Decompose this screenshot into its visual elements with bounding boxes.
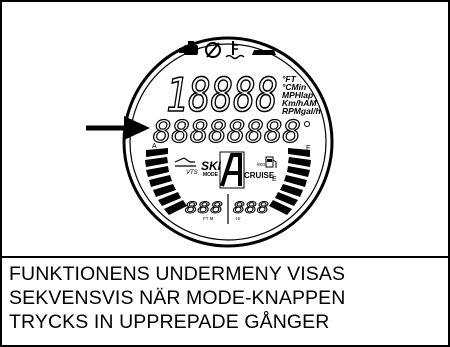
caption-divider	[0, 256, 450, 258]
caption-line: TRYCKS IN UPPREPADE GÅNGER	[9, 310, 445, 334]
vts-icon: VTS	[175, 158, 198, 176]
caption: FUNKTIONENS UNDERMENY VISAS SEKVENSVIS N…	[9, 262, 445, 334]
segment-row: 88888888	[153, 115, 301, 150]
caption-line: FUNKTIONENS UNDERMENY VISAS	[9, 262, 445, 286]
center-mode-indicator	[220, 152, 244, 188]
fuel-pump-icon	[266, 157, 276, 168]
eco-label: eco	[257, 162, 265, 168]
bottom-displays: 888 FT M 888 Hr	[185, 194, 269, 224]
main-display: 18888	[166, 68, 278, 122]
right-small-digits: 888	[233, 198, 269, 217]
main-digits: 18888	[166, 68, 278, 122]
left-small-digits: 888	[185, 198, 223, 217]
segment-row-display: 88888888	[153, 115, 310, 150]
left-small-unit: FT M	[203, 216, 214, 221]
right-small-unit: Hr	[236, 216, 241, 221]
battery-icon	[252, 50, 276, 55]
ski-label: SKI	[201, 159, 222, 173]
gauge-letter: F	[306, 145, 310, 152]
decimal-dot	[305, 122, 310, 127]
caption-line: SEKVENSVIS NÄR MODE-KNAPPEN	[9, 286, 445, 310]
left-bar-gauge	[145, 148, 187, 215]
gauge-letter: A	[152, 143, 157, 150]
pointer-arrow	[86, 116, 150, 140]
cruise-label: CRUISE	[244, 171, 275, 180]
vts-label: VTS	[186, 170, 198, 176]
gauge-diagram: 18888 °FT °CMin MPHlap Km/hAM RPMgal/h 8…	[0, 0, 450, 256]
mode-label: MODE	[203, 172, 219, 178]
